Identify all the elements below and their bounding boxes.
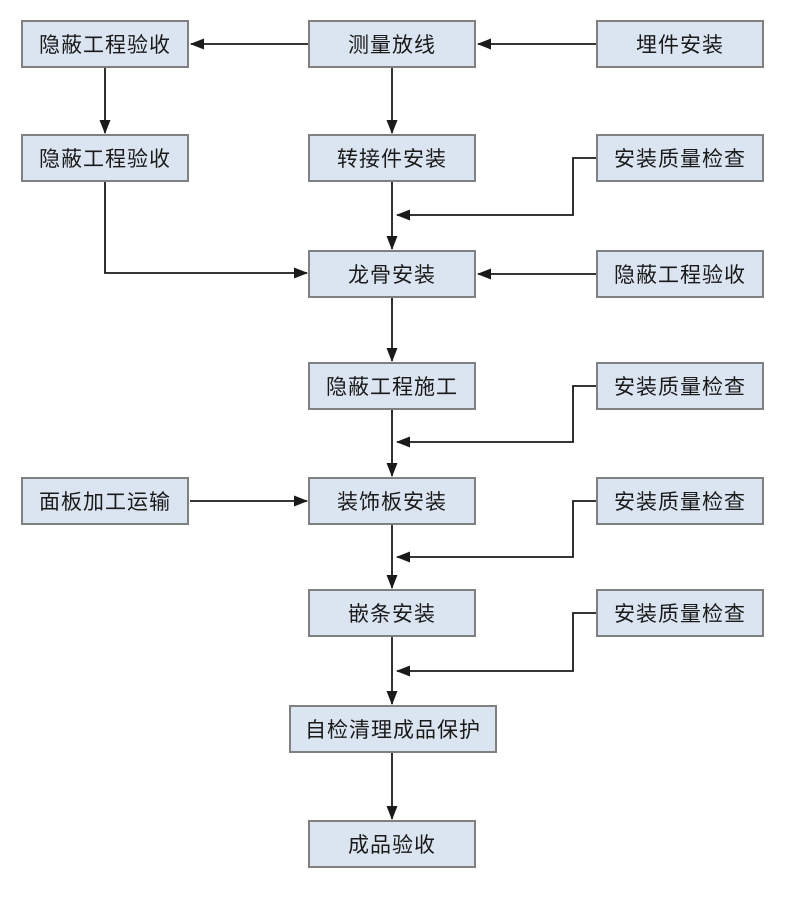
edge-concealed-work-acceptance-2--to--keel-installation — [104, 182, 308, 279]
edge-installation-quality-check-4--to--main-flow-junction-4 — [396, 612, 596, 677]
node-concealed-work-acceptance-3: 隐蔽工程验收 — [596, 250, 764, 298]
node-trim-strip-installation: 嵌条安装 — [308, 589, 476, 637]
node-decorative-panel-installation: 装饰板安装 — [308, 477, 476, 525]
node-installation-quality-check-1: 安装质量检查 — [596, 134, 764, 182]
node-embedded-parts-installation: 埋件安装 — [596, 20, 764, 68]
node-keel-installation: 龙骨安装 — [308, 250, 476, 298]
edge-installation-quality-check-3--to--main-flow-junction-3 — [396, 500, 596, 563]
node-self-check-cleaning-product-protection: 自检清理成品保护 — [289, 705, 497, 753]
edge-installation-quality-check-1--to--main-flow-junction-1 — [396, 157, 596, 221]
node-panel-processing-transport: 面板加工运输 — [21, 477, 189, 525]
node-finished-product-acceptance: 成品验收 — [308, 820, 476, 868]
edge-installation-quality-check-2--to--main-flow-junction-2 — [396, 385, 596, 448]
node-installation-quality-check-3: 安装质量检查 — [596, 477, 764, 525]
node-concealed-work-acceptance-2: 隐蔽工程验收 — [21, 134, 189, 182]
node-installation-quality-check-2: 安装质量检查 — [596, 362, 764, 410]
node-concealed-work-acceptance-1: 隐蔽工程验收 — [21, 20, 189, 68]
node-installation-quality-check-4: 安装质量检查 — [596, 589, 764, 637]
node-measurement-setting-out: 测量放线 — [308, 20, 476, 68]
node-adapter-installation: 转接件安装 — [308, 134, 476, 182]
node-concealed-work-construction: 隐蔽工程施工 — [308, 362, 476, 410]
